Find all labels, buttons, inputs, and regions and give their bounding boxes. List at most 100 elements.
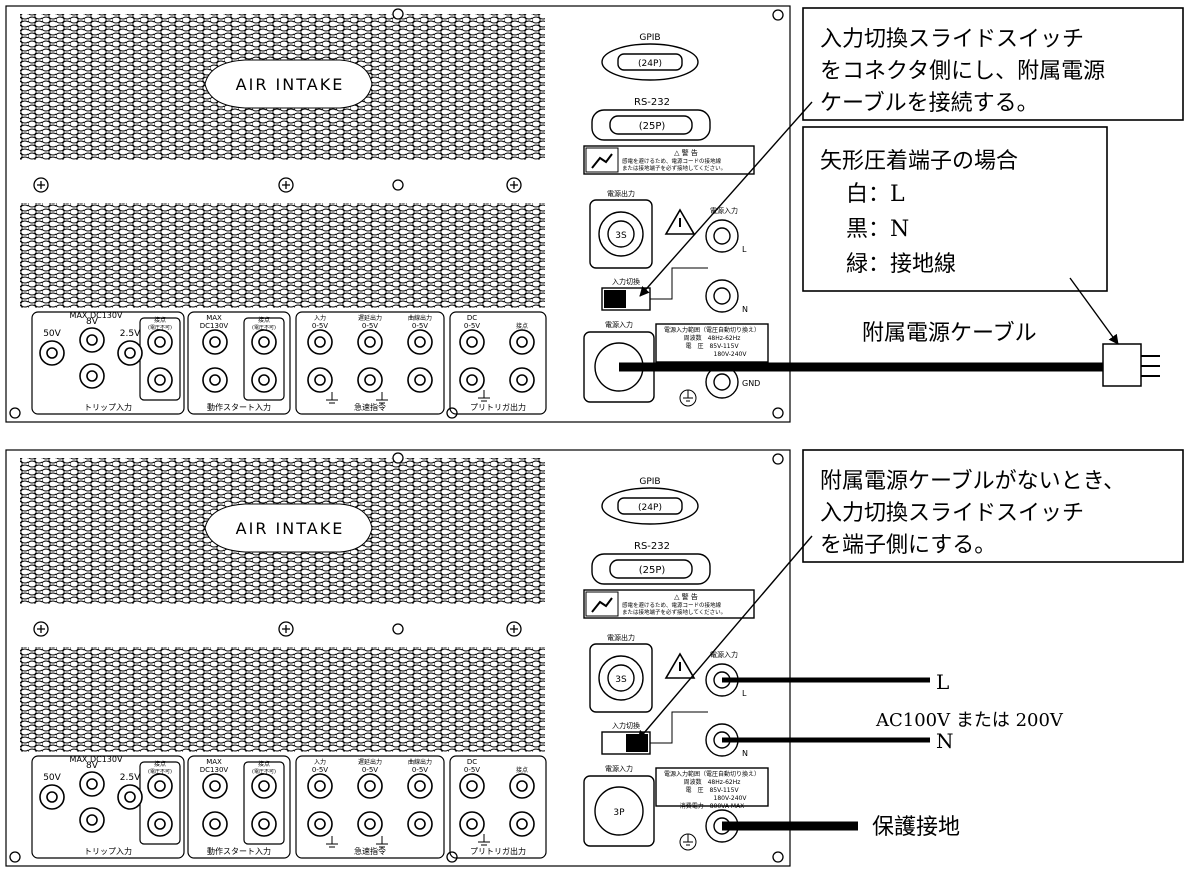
crimp-black: 黒：N — [846, 217, 909, 242]
trip-contact: 接点 — [154, 316, 166, 324]
internal-wire — [650, 267, 708, 300]
crimp-title: 矢形圧着端子の場合 — [820, 149, 1018, 174]
wire-L-label: L — [936, 670, 949, 694]
ch1-label: 入力 — [314, 314, 326, 322]
start-dc: DC130V — [200, 766, 229, 774]
spec-title: 電源入力範囲（電圧自動切り換え） — [664, 770, 760, 778]
pre-dc: DC — [467, 314, 477, 322]
warning-line1: 感電を避けるため、電源コードの接地線 — [622, 157, 722, 165]
air-intake-label: AIR INTAKE — [236, 519, 345, 538]
callout-top-line3: ケーブルを接続する。 — [820, 91, 1039, 116]
rear-panel-top: AIR INTAKE GPIB (24P) RS-232 (25P) △ 警 告… — [5, 5, 1160, 423]
rear-panel-bottom: AIR INTAKE GPIB (24P) RS-232 (25P) △ 警 告… — [5, 449, 930, 867]
trip-caption: トリップ入力 — [84, 402, 132, 412]
pre-dc-range: 0-5V — [464, 322, 480, 330]
ch2-label: 遅延出力 — [358, 758, 382, 766]
power-out-connector: 3S — [615, 231, 627, 241]
wire-N-label: N — [936, 729, 954, 753]
callout-crimp: 矢形圧着端子の場合 白：L 黒：N 緑：接地線 — [802, 126, 1119, 345]
terminal-gnd: GND — [742, 379, 760, 388]
air-intake-label: AIR INTAKE — [236, 75, 345, 94]
power-out-label: 電源出力 — [607, 189, 635, 198]
gpib-pins: (24P) — [638, 59, 662, 69]
spec-freq: 周波数 48Hz-62Hz — [684, 334, 741, 342]
callout-top-line2: をコネクタ側にし、附属電源 — [820, 59, 1105, 84]
pre-dc-range: 0-5V — [464, 766, 480, 774]
internal-wire — [650, 711, 708, 744]
start-dc: DC130V — [200, 322, 229, 330]
trip-50v: 50V — [43, 329, 61, 339]
plug-prongs — [1141, 355, 1160, 377]
spec-title: 電源入力範囲（電圧自動切り換え） — [664, 326, 760, 334]
power-in-top-label: 電源入力 — [710, 650, 738, 659]
callout-bottom-switch: 附属電源ケーブルがないとき、 入力切換スライドスイッチ を端子側にする。 — [637, 449, 1184, 741]
pre-caption: プリトリガ出力 — [470, 402, 526, 412]
start-contact-sub: (電圧不可) — [252, 769, 276, 775]
callout-crimp-arrow — [1069, 277, 1119, 345]
ch1-range: 0-5V — [312, 322, 328, 330]
start-contact-sub: (電圧不可) — [252, 325, 276, 331]
wire-ground-label: 保護接地 — [872, 815, 960, 840]
rs232-label: RS-232 — [634, 97, 670, 108]
spec-v2: 180V-240V — [714, 351, 748, 358]
callout-bottom-line2: 入力切換スライドスイッチ — [820, 501, 1084, 526]
switch-label: 入力切換 — [612, 277, 640, 286]
cable-label: 附属電源ケーブル — [862, 321, 1037, 346]
start-contact: 接点 — [258, 760, 270, 768]
pre-contact: 接点 — [516, 766, 528, 774]
ch3-range: 0-5V — [412, 766, 428, 774]
start-max: MAX — [206, 314, 222, 322]
trip-50v: 50V — [43, 773, 61, 783]
pre-caption: プリトリガ出力 — [470, 846, 526, 856]
trip-max: MAX DC130V — [70, 755, 123, 764]
ch3-range: 0-5V — [412, 322, 428, 330]
spec-v1: 電 圧 85V-115V — [685, 343, 739, 350]
crimp-green: 緑：接地線 — [846, 252, 956, 277]
ch2-range: 0-5V — [362, 322, 378, 330]
start-max: MAX — [206, 758, 222, 766]
trip-max: MAX DC130V — [70, 311, 123, 320]
spec-v2: 180V-240V — [714, 795, 748, 802]
terminal-L: L — [742, 245, 747, 254]
cable-plug — [1102, 343, 1142, 387]
power-in-top-label: 電源入力 — [710, 206, 738, 215]
wire-voltage-label: AC100V または 200V — [875, 710, 1064, 731]
trip-8v: 8V — [86, 317, 99, 327]
gpib-pins: (24P) — [638, 503, 662, 513]
power-out-label: 電源出力 — [607, 633, 635, 642]
rs232-pins: (25P) — [639, 121, 666, 132]
warning-title: △ 警 告 — [674, 148, 698, 157]
pre-contact: 接点 — [516, 322, 528, 330]
ch2-label: 遅延出力 — [358, 314, 382, 322]
warning-title: △ 警 告 — [674, 592, 698, 601]
switch-label: 入力切換 — [612, 721, 640, 730]
rs232-label: RS-232 — [634, 541, 670, 552]
trip-contact-sub: (電圧不可) — [148, 769, 172, 775]
callout-bottom-arrow — [637, 535, 813, 741]
spec-freq: 周波数 48Hz-62Hz — [684, 778, 741, 786]
start-caption: 動作スタート入力 — [207, 846, 271, 856]
gpib-label: GPIB — [639, 33, 660, 43]
terminal-L: L — [742, 689, 747, 698]
warning-line1: 感電を避けるため、電源コードの接地線 — [622, 601, 722, 609]
power-in-label: 電源入力 — [605, 320, 633, 329]
trip-25v: 2.5V — [120, 329, 141, 339]
warning-line2: または接地端子を必ず接地してください。 — [622, 164, 726, 172]
callout-top-line1: 入力切換スライドスイッチ — [820, 27, 1084, 52]
spec-power: 消費電力 800VA MAX — [680, 802, 745, 810]
slide-switch-knob — [604, 290, 626, 308]
callout-top-switch: 入力切換スライドスイッチ をコネクタ側にし、附属電源 ケーブルを接続する。 — [639, 7, 1184, 297]
terminal-N: N — [742, 305, 748, 314]
start-contact: 接点 — [258, 316, 270, 324]
rs232-pins: (25P) — [639, 565, 666, 576]
ch3-label: 曲線出力 — [408, 314, 432, 322]
trip-contact-sub: (電圧不可) — [148, 325, 172, 331]
power-out-connector: 3S — [615, 675, 627, 685]
pre-dc: DC — [467, 758, 477, 766]
warning-line2: または接地端子を必ず接地してください。 — [622, 608, 726, 616]
spec-v1: 電 圧 85V-115V — [685, 787, 739, 794]
callout-top-arrow — [639, 101, 813, 297]
ch-caption: 急速指令 — [354, 846, 386, 856]
ch-caption: 急速指令 — [354, 402, 386, 412]
power-in-label: 電源入力 — [605, 764, 633, 773]
